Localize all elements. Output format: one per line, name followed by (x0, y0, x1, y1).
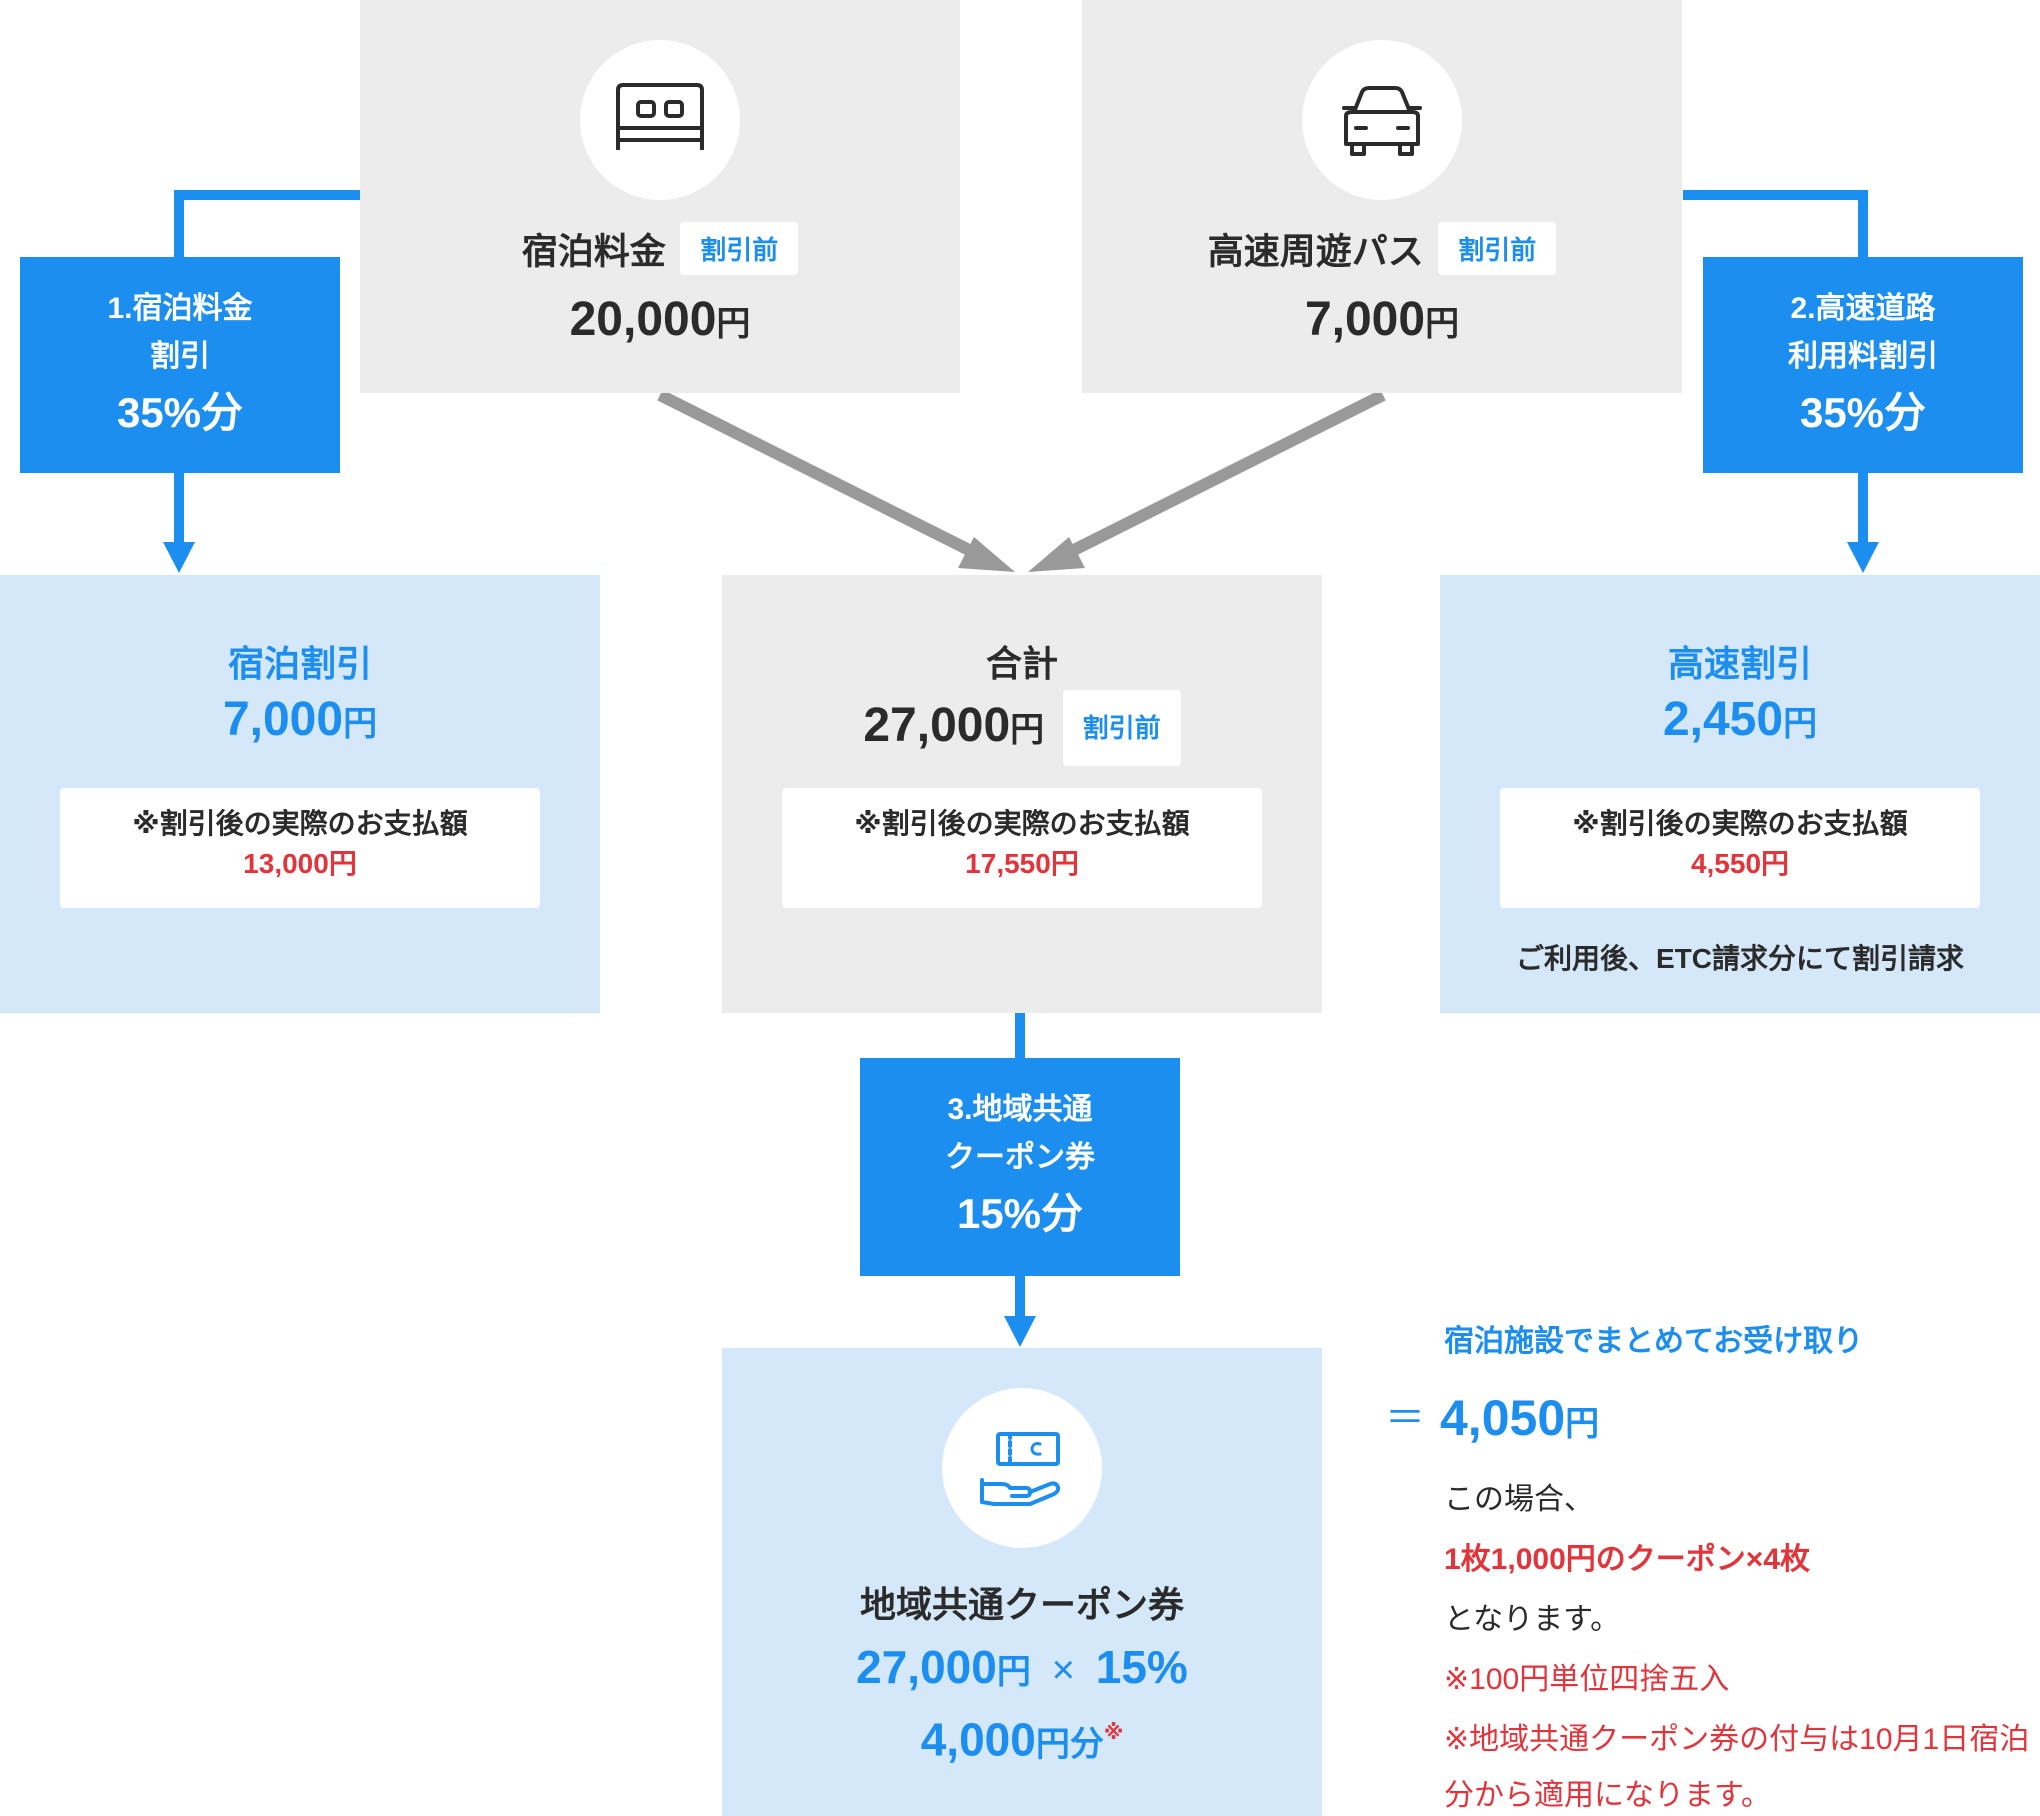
lodging-actual-payment-box: ※割引後の実際のお支払額 13,000円 (60, 788, 540, 908)
highway-discount-line1: 2.高速道路 (1790, 292, 1936, 325)
lodging-fee-title: 宿泊料金 (521, 230, 666, 272)
regional-coupon-base-unit: 円 (996, 1653, 1031, 1691)
bed-icon-circle (580, 40, 740, 200)
coupon-discount-percent: 15%分 (956, 1190, 1084, 1237)
lodging-to-total-arrowhead (958, 537, 1015, 572)
highway-connector (1683, 190, 1868, 258)
lodging-discount-line2: 割引 (150, 340, 210, 373)
coupon-icon-circle (942, 1388, 1102, 1548)
total-card: 合計 27,000円 割引前 ※割引後の実際のお支払額 17,550円 (722, 575, 1322, 1013)
lodging-discount-result-card: 宿泊割引 7,000円 ※割引後の実際のお支払額 13,000円 (0, 575, 600, 1013)
coupon-discount-line2: クーポン券 (945, 1141, 1095, 1174)
explanation-line2: 1枚1,000円のクーポン×4枚 (1444, 1543, 1810, 1576)
regional-coupon-title: 地域共通クーポン券 (859, 1584, 1184, 1625)
highway-discount-result-unit: 円 (1783, 705, 1818, 743)
total-title: 合計 (985, 643, 1058, 684)
coupon-total-unit: 円 (1565, 1405, 1600, 1443)
regional-coupon-times: × (1051, 1648, 1075, 1692)
highway-pass-unit: 円 (1425, 305, 1460, 343)
highway-discount-result-title: 高速割引 (1667, 643, 1812, 684)
highway-arrowhead (1847, 542, 1879, 573)
total-badge: 割引前 (1062, 690, 1181, 766)
coupon-arrowhead (1004, 1316, 1036, 1347)
highway-pass-card: 高速周遊パス 割引前 7,000円 (1082, 0, 1682, 393)
total-unit: 円 (1010, 711, 1045, 749)
bed-icon (616, 83, 704, 150)
highway-to-total-arrowhead (1028, 537, 1085, 572)
regional-coupon-mark: ※ (1103, 1722, 1124, 1744)
regional-coupon-result: 4,000 (920, 1713, 1036, 1766)
coupon-start-note-line1: ※地域共通クーポン券の付与は10月1日宿泊 (1444, 1723, 2030, 1756)
receive-at-lodging-label: 宿泊施設でまとめてお受け取り (1444, 1325, 1864, 1358)
lodging-discount-step: 1.宿泊料金 割引 35%分 (20, 257, 340, 473)
total-actual-payment-label: ※割引後の実際のお支払額 (854, 808, 1190, 839)
total-amount: 27,000 (863, 699, 1011, 752)
regional-coupon-rate: 15% (1095, 1641, 1188, 1693)
lodging-discount-result-amount: 7,000 (222, 693, 344, 746)
car-icon-circle (1302, 40, 1462, 200)
lodging-discount-result-title: 宿泊割引 (227, 643, 372, 684)
lodging-fee-card: 宿泊料金 割引前 20,000円 (360, 0, 960, 393)
explanation-line1: この場合、 (1444, 1483, 1594, 1516)
coupon-discount-line1: 3.地域共通 (947, 1093, 1093, 1126)
highway-pass-title: 高速周遊パス (1207, 230, 1424, 272)
coupon-hand-icon (980, 1432, 1061, 1506)
highway-etc-note: ご利用後、ETC請求分にて割引請求 (1515, 943, 1964, 974)
highway-discount-line2: 利用料割引 (1788, 340, 1938, 373)
lodging-fee-unit: 円 (716, 305, 751, 343)
highway-discount-percent: 35%分 (1799, 389, 1927, 436)
total-actual-payment-value: 17,550円 (965, 848, 1079, 879)
car-icon (1342, 86, 1422, 156)
regional-coupon-base: 27,000 (856, 1641, 997, 1693)
lodging-discount-percent: 35%分 (116, 389, 244, 436)
highway-discount-result-amount: 2,450 (1662, 693, 1784, 746)
lodging-connector (174, 190, 360, 258)
coupon-total-amount: 4,050 (1440, 1390, 1566, 1446)
lodging-to-total-line (657, 389, 988, 564)
rounding-note: ※100円単位四捨五入 (1444, 1663, 1730, 1696)
lodging-fee-amount: 20,000 (569, 293, 717, 346)
coupon-start-note-line2: 分から適用になります。 (1444, 1779, 1771, 1812)
coupon-discount-step: 3.地域共通 クーポン券 15%分 (860, 1058, 1180, 1276)
highway-to-total-line (1055, 389, 1386, 564)
regional-coupon-result-unit: 円分 (1035, 1725, 1104, 1764)
highway-pass-amount: 7,000 (1304, 293, 1426, 346)
highway-discount-result-card: 高速割引 2,450円 ※割引後の実際のお支払額 4,550円 ご利用後、ETC… (1440, 575, 2040, 1013)
highway-actual-payment-value: 4,550円 (1690, 848, 1790, 879)
regional-coupon-card: 地域共通クーポン券 27,000円 × 15% 4,000円分※ (722, 1348, 1322, 1816)
lodging-actual-payment-label: ※割引後の実際のお支払額 (132, 808, 468, 839)
lodging-fee-badge: 割引前 (680, 222, 799, 275)
lodging-arrowhead (163, 542, 195, 573)
equals-sign: ＝ (1385, 1396, 1425, 1440)
explanation-line3: となります。 (1444, 1603, 1621, 1636)
highway-actual-payment-box: ※割引後の実際のお支払額 4,550円 (1500, 788, 1980, 908)
lodging-actual-payment-value: 13,000円 (243, 848, 357, 879)
highway-actual-payment-label: ※割引後の実際のお支払額 (1572, 808, 1908, 839)
lodging-discount-result-unit: 円 (343, 705, 378, 743)
lodging-discount-line1: 1.宿泊料金 (107, 292, 253, 325)
highway-discount-step: 2.高速道路 利用料割引 35%分 (1703, 257, 2023, 473)
total-actual-payment-box: ※割引後の実際のお支払額 17,550円 (782, 788, 1262, 908)
highway-pass-badge: 割引前 (1438, 222, 1557, 275)
